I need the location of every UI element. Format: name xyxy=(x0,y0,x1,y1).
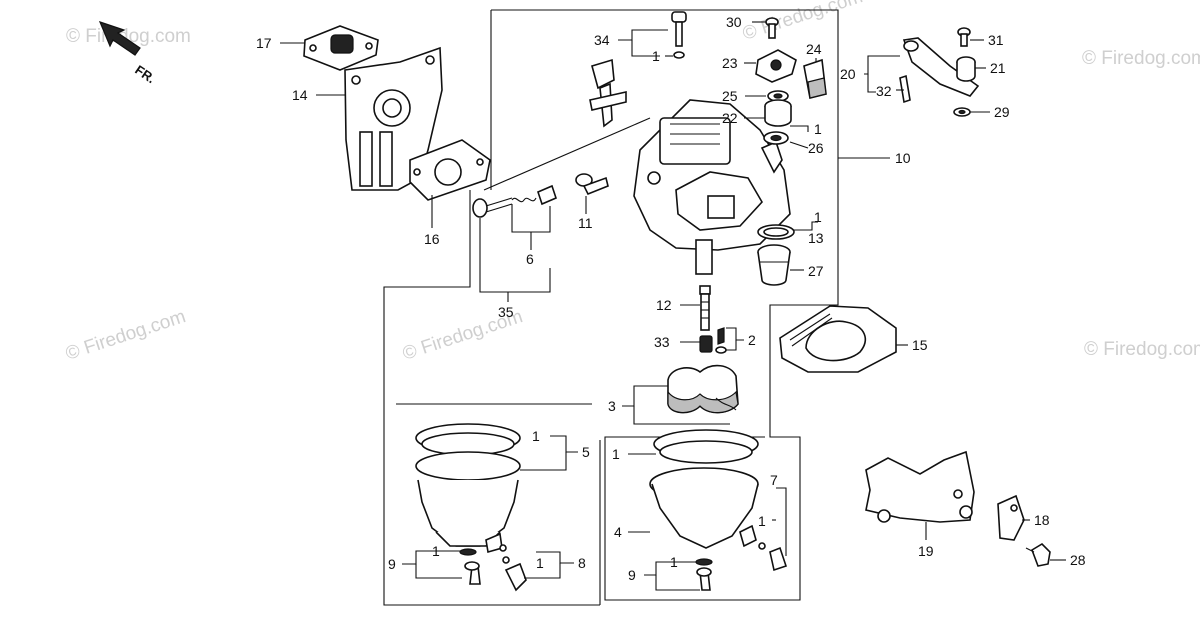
part-float-bowl-left xyxy=(415,423,527,592)
part-screw-30 xyxy=(765,17,779,39)
callout-20: 20 xyxy=(840,66,856,82)
callout-14: 14 xyxy=(292,87,308,103)
watermark-2: © Firedog.com xyxy=(1082,48,1200,69)
callout-1-jet: 1 xyxy=(814,209,822,225)
part-float-3 xyxy=(667,364,739,414)
callout-11: 11 xyxy=(578,215,593,231)
callout-22: 22 xyxy=(722,110,738,126)
callout-1-oring: 1 xyxy=(814,121,822,137)
callout-1-drain-screw: 1 xyxy=(536,555,544,571)
part-bracket-14 xyxy=(344,46,443,191)
part-carburetor-body-10 xyxy=(633,99,791,275)
watermark-4: © Firedog.com xyxy=(63,306,188,365)
part-screw-set-2 xyxy=(715,327,727,354)
part-insulator-16 xyxy=(409,139,491,201)
part-collar-21 xyxy=(956,56,976,82)
callout-31: 31 xyxy=(988,32,1004,48)
part-screw-set-6 xyxy=(472,184,557,218)
part-lever-20 xyxy=(899,37,980,104)
watermark-3: © Firedog.com xyxy=(1084,339,1200,360)
callout-6: 6 xyxy=(526,251,534,267)
watermark-1: © Firedog.com xyxy=(66,26,191,47)
callout-1-screw: 1 xyxy=(652,48,660,64)
callout-1-right-gasket: 1 xyxy=(612,446,620,462)
part-screw-34 xyxy=(671,11,687,59)
part-holder-22 xyxy=(764,99,792,127)
part-screw-31 xyxy=(957,27,971,47)
callout-4: 4 xyxy=(614,524,622,540)
assembly-frame-lines xyxy=(383,9,839,606)
part-screw-11 xyxy=(575,173,609,196)
callout-16: 16 xyxy=(424,231,440,247)
part-bolt-28 xyxy=(1025,542,1051,567)
callout-7: 7 xyxy=(770,472,778,488)
callout-15: 15 xyxy=(912,337,928,353)
part-gasket-15 xyxy=(779,305,897,373)
callout-10: 10 xyxy=(895,150,911,166)
part-jet-27 xyxy=(757,244,791,286)
callout-30: 30 xyxy=(726,14,742,30)
part-washer-29 xyxy=(953,107,971,117)
part-needle-valve-33 xyxy=(699,335,713,353)
callout-1-left-gasket: 1 xyxy=(532,428,540,444)
callout-2: 2 xyxy=(748,332,756,348)
direction-label: FR. xyxy=(132,62,158,86)
callout-9-right: 9 xyxy=(628,567,636,583)
callout-23: 23 xyxy=(722,55,738,71)
part-stay-18 xyxy=(997,494,1025,541)
callout-32: 32 xyxy=(876,83,892,99)
callout-9-left: 9 xyxy=(388,556,396,572)
callout-5: 5 xyxy=(582,444,590,460)
callout-26: 26 xyxy=(808,140,824,156)
callout-33: 33 xyxy=(654,334,670,350)
callout-24: 24 xyxy=(806,41,822,57)
callout-35: 35 xyxy=(498,304,514,320)
callout-1-right-washer: 1 xyxy=(670,554,678,570)
part-shield-19 xyxy=(865,450,975,523)
part-oring-13 xyxy=(757,224,795,240)
part-clip-24 xyxy=(803,58,827,99)
part-gasket-17 xyxy=(303,25,379,71)
callout-25: 25 xyxy=(722,88,738,104)
callout-8: 8 xyxy=(578,555,586,571)
callout-28: 28 xyxy=(1070,552,1086,568)
callout-27: 27 xyxy=(808,263,824,279)
callout-29: 29 xyxy=(994,104,1010,120)
callout-1-left-washer: 1 xyxy=(432,543,440,559)
part-cap-23 xyxy=(755,49,797,83)
leader-lines xyxy=(280,21,1066,591)
part-needle-12 xyxy=(699,285,711,331)
callout-21: 21 xyxy=(990,60,1006,76)
callout-17: 17 xyxy=(256,35,272,51)
part-oring-26 xyxy=(763,131,789,145)
callout-12: 12 xyxy=(656,297,672,313)
callout-34: 34 xyxy=(594,32,610,48)
part-float-bowl-right xyxy=(649,429,788,591)
callout-1-drain: 1 xyxy=(758,513,766,529)
callout-3: 3 xyxy=(608,398,616,414)
callout-13: 13 xyxy=(808,230,824,246)
arrow-icon xyxy=(98,21,141,56)
callout-19: 19 xyxy=(918,543,934,559)
callout-labels: 17 14 16 34 1 30 23 24 25 22 1 26 10 20 … xyxy=(256,14,1086,583)
callout-18: 18 xyxy=(1034,512,1050,528)
part-choke-lever xyxy=(589,58,627,128)
